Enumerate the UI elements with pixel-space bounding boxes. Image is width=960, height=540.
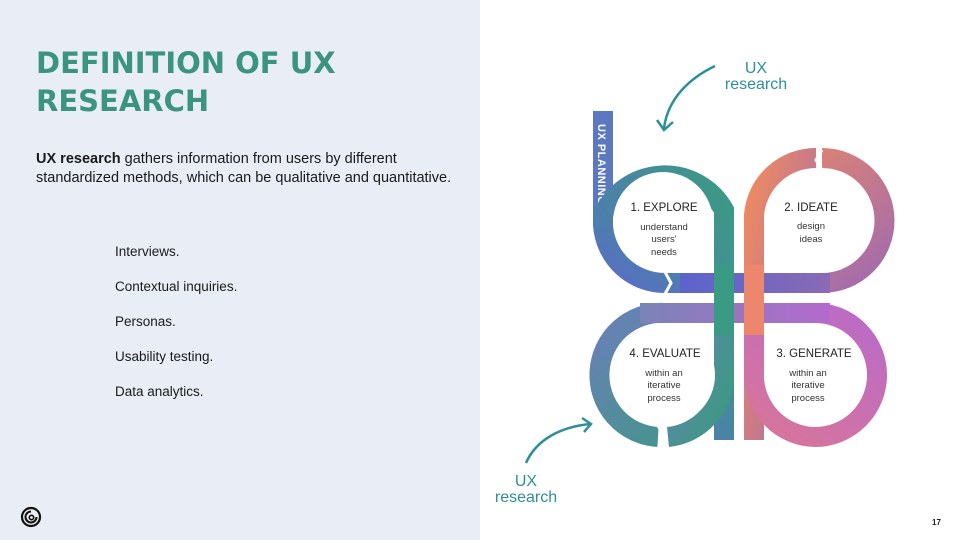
top-annotation-line2: research	[725, 76, 787, 93]
ideate-notch	[814, 149, 824, 171]
bottom-arrow-icon	[524, 422, 591, 464]
ideate-loop-arc	[718, 148, 895, 293]
ux-planning-label: UX PLANNING	[595, 124, 607, 205]
ideate-inner	[764, 172, 864, 272]
ideate-loop	[744, 147, 817, 440]
stage-line: within an	[644, 368, 683, 379]
stage-line: ideas	[800, 234, 823, 245]
ideate-strand	[744, 265, 764, 335]
evaluate-loop-arc	[666, 300, 735, 447]
crossbar-bottom-over	[734, 303, 744, 323]
generate-inner	[764, 325, 864, 425]
explore-loop	[593, 205, 718, 294]
slide-title: DEFINITION OF UX RESEARCH	[36, 46, 336, 118]
bottom-annotation-line2: research	[495, 489, 557, 506]
method-item: Personas.	[115, 314, 176, 329]
bottom-annotation-line1: UX	[515, 473, 538, 490]
stage-line: design	[797, 221, 825, 232]
left-panel	[0, 0, 480, 540]
evaluate-notch	[656, 425, 667, 449]
stage-line: process	[791, 393, 825, 404]
explore-notch	[663, 271, 673, 295]
explore-inner	[613, 172, 713, 272]
stage-line: iterative	[791, 380, 824, 391]
bottom-arrowhead-icon	[581, 416, 593, 433]
page-number: 17	[932, 518, 941, 527]
stage-title-explore: 1. EXPLORE	[630, 202, 697, 214]
methods-list: Interviews. Contextual inquiries. Person…	[115, 243, 237, 418]
top-arrow-icon	[662, 64, 716, 129]
top-arrowhead-icon	[655, 119, 674, 132]
method-item: Usability testing.	[115, 349, 214, 364]
description-bold-term: UX research	[36, 151, 121, 167]
crossbar-top-over	[734, 273, 744, 293]
method-item: Interviews.	[115, 244, 180, 259]
generate-loop	[680, 300, 887, 448]
slide-description: UX research gathers information from use…	[36, 150, 456, 188]
stage-title-generate: 3. GENERATE	[776, 348, 852, 360]
stage-title-evaluate: 4. EVALUATE	[629, 348, 700, 360]
swirl-logo-icon	[20, 506, 42, 528]
evaluate-inner	[615, 325, 715, 425]
stage-line: needs	[651, 247, 677, 258]
ux-process-diagram: UX PLANNING 1. EXPLORE understand users'…	[495, 60, 895, 506]
top-annotation-line1: UX	[745, 60, 768, 77]
method-item: Data analytics.	[115, 384, 204, 399]
stage-line: process	[647, 393, 681, 404]
stage-line: within an	[788, 368, 827, 379]
description-text: gathers information from users by differ…	[36, 151, 452, 186]
stage-line: users'	[651, 234, 676, 245]
stage-title-ideate: 2. IDEATE	[784, 202, 838, 214]
method-item: Contextual inquiries.	[115, 279, 238, 294]
stage-line: understand	[640, 222, 688, 233]
explore-strand	[714, 265, 734, 335]
ux-planning-bar	[593, 111, 613, 211]
stage-line: iterative	[647, 380, 680, 391]
